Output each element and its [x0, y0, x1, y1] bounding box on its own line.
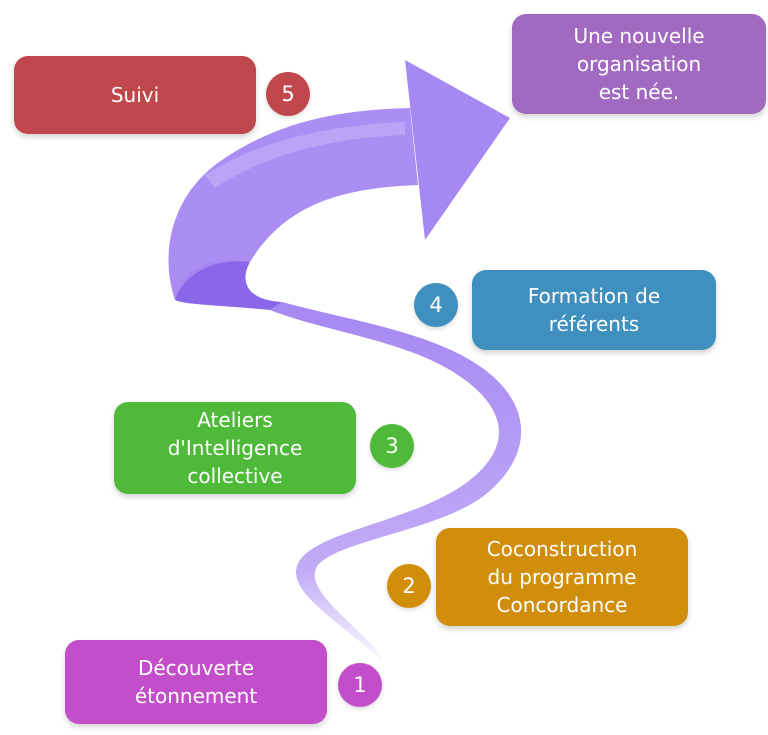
step-3-box: Ateliers d'Intelligence collective [114, 402, 356, 494]
step-4-badge: 4 [414, 283, 458, 327]
step-4-label: Formation de référents [527, 284, 661, 336]
step-1-label: Découverte étonnement [134, 656, 258, 708]
step-2-number: 2 [402, 574, 416, 598]
step-2-label: Coconstruction du programme Concordance [486, 537, 638, 617]
step-3-number: 3 [385, 434, 399, 458]
spiral-ribbon-tail [270, 302, 522, 660]
step-5-badge: 5 [266, 72, 310, 116]
step-3-badge: 3 [370, 424, 414, 468]
step-2-box: Coconstruction du programme Concordance [436, 528, 688, 626]
step-4-box: Formation de référents [472, 270, 716, 350]
spiral-ribbon-twist [175, 260, 282, 310]
spiral-arrowhead [405, 60, 510, 240]
step-5-number: 5 [281, 82, 295, 106]
step-3-label: Ateliers d'Intelligence collective [167, 408, 303, 488]
step-5-label: Suivi [110, 83, 160, 107]
step-1-badge: 1 [338, 663, 382, 707]
step-2-badge: 2 [387, 564, 431, 608]
outcome-label: Une nouvelle organisation est née. [573, 24, 705, 104]
outcome-box: Une nouvelle organisation est née. [512, 14, 766, 114]
step-1-number: 1 [353, 673, 367, 697]
step-5-box: Suivi [14, 56, 256, 134]
spiral-ribbon-body [168, 108, 418, 300]
step-4-number: 4 [429, 293, 443, 317]
step-1-box: Découverte étonnement [65, 640, 327, 724]
spiral-highlight [205, 122, 405, 188]
